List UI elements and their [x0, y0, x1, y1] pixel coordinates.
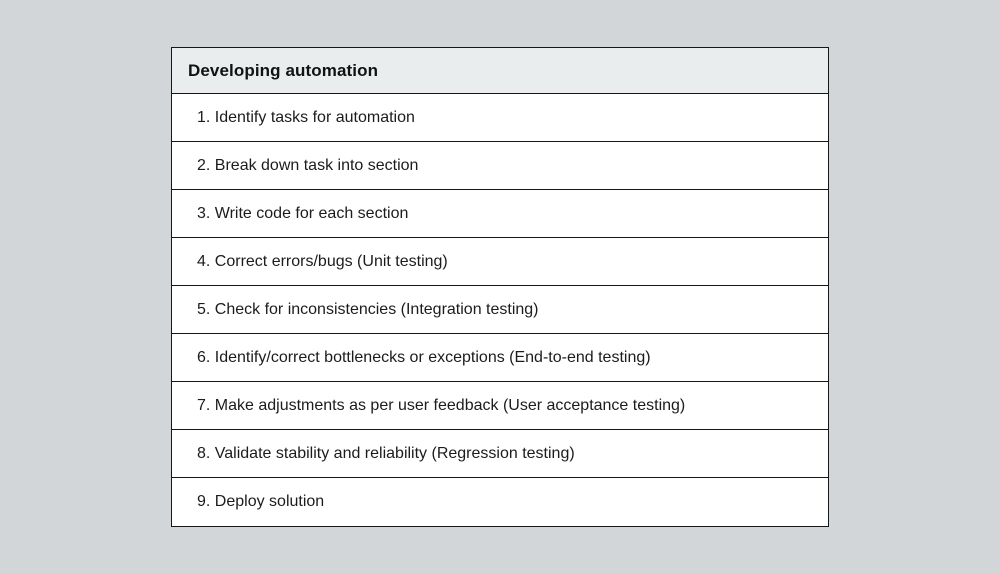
table-row: 8. Validate stability and reliability (R…: [172, 430, 828, 478]
table-row: 1. Identify tasks for automation: [172, 94, 828, 142]
table-row: 3. Write code for each section: [172, 190, 828, 238]
table-row: 9. Deploy solution: [172, 478, 828, 526]
table-row: 4. Correct errors/bugs (Unit testing): [172, 238, 828, 286]
table-row: 2. Break down task into section: [172, 142, 828, 190]
table-row: 7. Make adjustments as per user feedback…: [172, 382, 828, 430]
table-title: Developing automation: [172, 48, 828, 94]
table-row: 5. Check for inconsistencies (Integratio…: [172, 286, 828, 334]
table-row: 6. Identify/correct bottlenecks or excep…: [172, 334, 828, 382]
developing-automation-table: Developing automation 1. Identify tasks …: [171, 47, 829, 527]
